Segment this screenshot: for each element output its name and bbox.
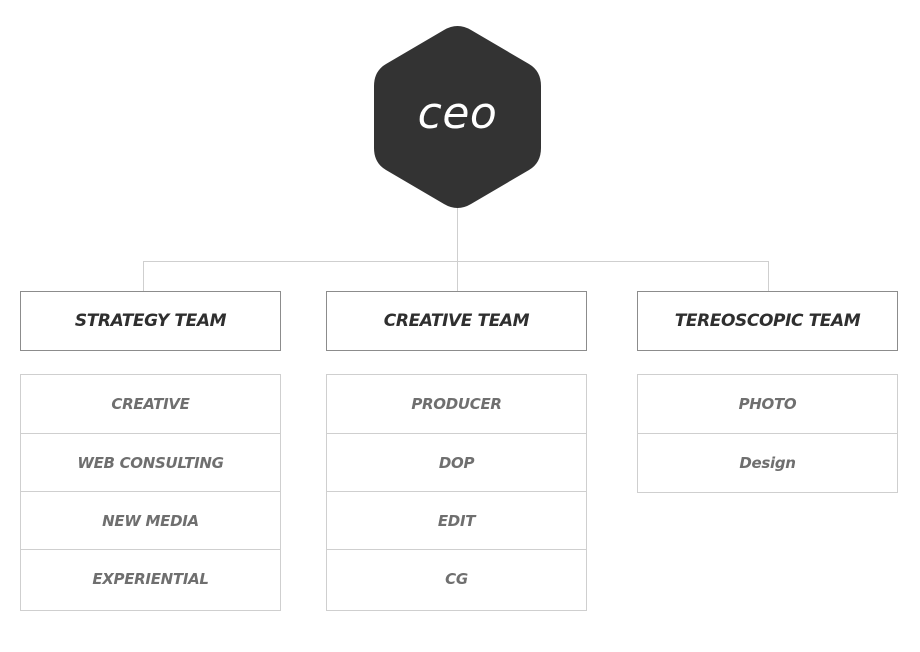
team-title: CREATIVE TEAM [383,311,530,331]
hexagon-path [374,26,541,208]
list-item: PRODUCER [327,375,586,433]
ceo-connector-line [457,206,458,262]
list-item-label: DOP [438,453,475,472]
team-title: STRATEGY TEAM [74,311,227,331]
list-item: CREATIVE [21,375,280,433]
list-item: NEW MEDIA [21,491,280,549]
list-item-label: Design [739,453,796,472]
list-item: Design [638,433,897,491]
ceo-hexagon [374,24,541,210]
hexagon-shape [374,26,541,208]
team-title: TEREOSCOPIC TEAM [674,311,861,331]
list-item: EDIT [327,491,586,549]
list-item-label: PHOTO [738,395,797,413]
creative-connector-line [457,261,458,292]
team-box-creative: CREATIVE TEAM [326,291,587,351]
list-item-label: EDIT [437,511,476,530]
team-box-strategy: STRATEGY TEAM [20,291,281,351]
list-item-label: EXPERIENTIAL [92,569,209,588]
sub-list-tereoscopic: PHOTO Design [637,374,898,493]
ceo-label: ceo [417,88,498,139]
tereoscopic-connector-line [768,261,769,292]
team-box-tereoscopic: TEREOSCOPIC TEAM [637,291,898,351]
list-item: DOP [327,433,586,491]
list-item-label: CREATIVE [111,395,190,413]
list-item: EXPERIENTIAL [21,549,280,607]
list-item-label: NEW MEDIA [102,511,199,530]
list-item-label: CG [445,569,468,588]
list-item-label: WEB CONSULTING [77,453,224,472]
list-item: WEB CONSULTING [21,433,280,491]
list-item-label: PRODUCER [411,395,502,413]
list-item: PHOTO [638,375,897,433]
horizontal-connector-line [143,261,769,262]
strategy-connector-line [143,261,144,292]
sub-list-creative: PRODUCER DOP EDIT CG [326,374,587,611]
sub-list-strategy: CREATIVE WEB CONSULTING NEW MEDIA EXPERI… [20,374,281,611]
list-item: CG [327,549,586,607]
